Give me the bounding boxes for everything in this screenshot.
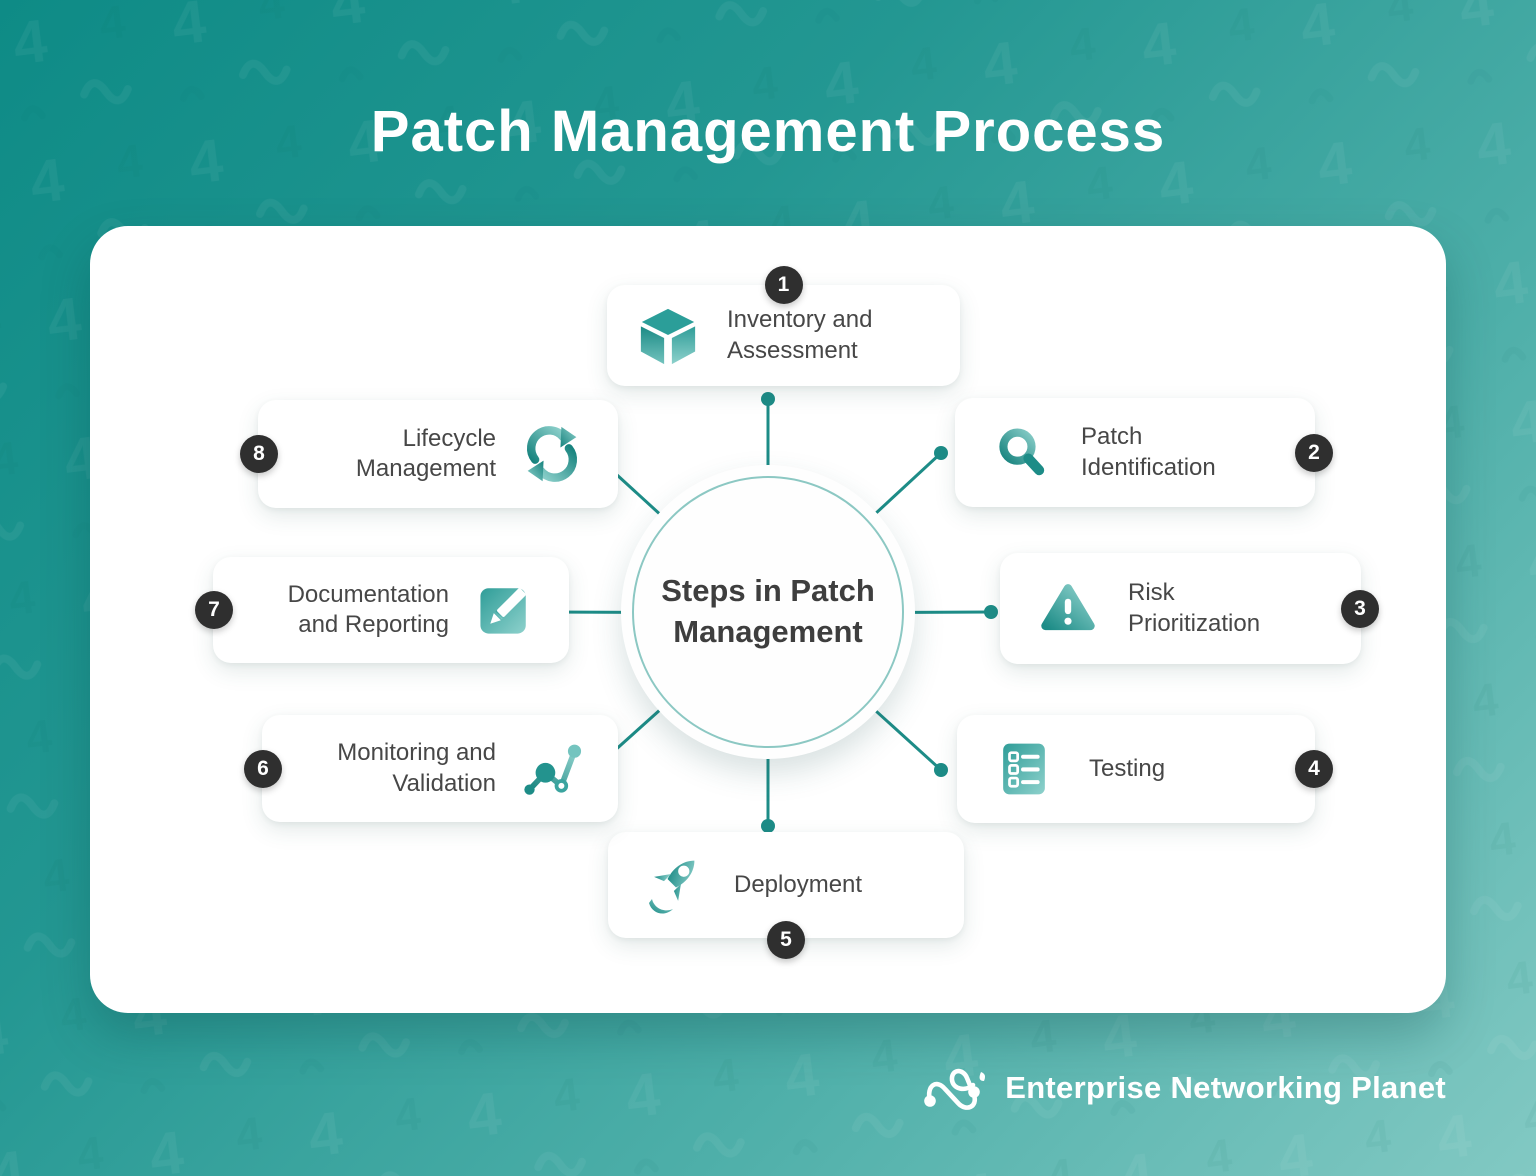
step-box-inventory-assessment: 1 Inventory and Assessment: [607, 266, 960, 386]
step-number-badge: 2: [1295, 433, 1333, 472]
step-number-badge: 1: [764, 266, 803, 304]
step-label: Lifecycle Management: [355, 424, 496, 482]
page-title: Patch Management Process: [370, 99, 1166, 164]
step-box-risk-prioritization: 3 Risk Prioritization: [1000, 553, 1379, 664]
step-box-documentation-reporting: 7 Documentation and Reporting: [195, 557, 569, 663]
center-hub-label: Steps in Patch Management: [661, 573, 875, 649]
rocket-icon: [642, 853, 706, 917]
line-chart-icon: [522, 739, 582, 799]
network-nodes-icon: [923, 1062, 989, 1114]
magnifier-icon: [993, 424, 1051, 482]
step-number-badge: 3: [1341, 589, 1379, 628]
note-pencil-icon: [475, 581, 533, 639]
cube-icon: [637, 305, 699, 367]
step-label: Risk Prioritization: [1128, 579, 1261, 637]
footer-brand: Enterprise Networking Planet: [923, 1062, 1446, 1114]
step-number-badge: 8: [240, 435, 278, 473]
step-box-deployment: 5 Deployment: [608, 832, 964, 959]
step-number-badge: 4: [1295, 750, 1333, 788]
step-label: Monitoring and Validation: [337, 739, 496, 797]
step-number-badge: 6: [244, 749, 282, 788]
cycle-arrows-icon: [522, 424, 582, 484]
step-box-monitoring-validation: 6 Monitoring and Validation: [244, 715, 618, 822]
step-label: Documentation and Reporting: [287, 580, 449, 638]
step-number-badge: 5: [767, 921, 805, 959]
step-number-badge: 7: [195, 591, 233, 629]
step-box-lifecycle-management: 8 Lifecycle Management: [240, 400, 618, 508]
warning-triangle-icon: [1038, 579, 1098, 639]
step-label: Inventory and Assessment: [727, 306, 873, 364]
footer-brand-text: Enterprise Networking Planet: [1005, 1070, 1446, 1105]
step-label: Deployment: [734, 870, 863, 898]
step-label: Testing: [1089, 754, 1166, 782]
center-hub: Steps in Patch Management: [621, 465, 915, 759]
step-box-patch-identification: 2 Patch Identification: [955, 398, 1333, 507]
step-label: Patch Identification: [1081, 423, 1216, 481]
checklist-icon: [995, 740, 1053, 798]
step-box-testing: 4 Testing: [957, 715, 1333, 823]
